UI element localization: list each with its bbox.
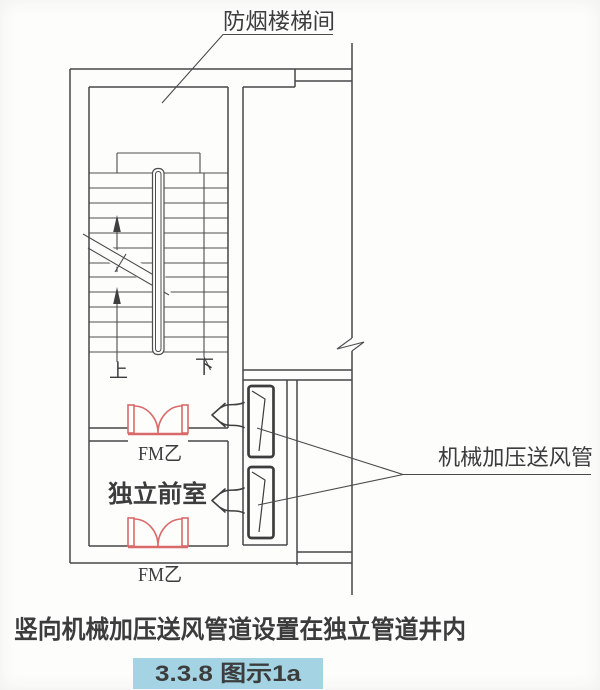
up-label: 上: [109, 360, 128, 382]
up-arrow: [113, 215, 121, 362]
fire-door-2: [127, 517, 189, 549]
fire-door-1: [127, 404, 189, 436]
stairwell-label: 防烟楼梯间: [223, 9, 335, 34]
duct-label: 机械加压送风管: [438, 445, 593, 470]
anteroom-label: 独立前室: [108, 480, 207, 508]
airflow-arrow-1: [211, 401, 245, 429]
handrail: [151, 167, 165, 356]
stair-landing: [116, 152, 201, 173]
caption-text: 竖向机械加压送风管道设置在独立管道井内: [14, 615, 466, 644]
wall-break-symbol: [336, 337, 365, 352]
leader-line-duct: [256, 427, 591, 506]
down-arrow: [203, 173, 211, 371]
fire-door-2-label: FM乙: [138, 564, 182, 586]
airflow-arrow-2: [211, 487, 245, 514]
air-damper-1: [247, 384, 275, 459]
leader-line-stairwell: [161, 33, 333, 104]
figure-badge: 3.3.8 图示1a: [155, 661, 302, 686]
walls: [69, 43, 353, 595]
air-damper-2: [247, 465, 275, 540]
figure-badge-background: [133, 658, 323, 689]
down-label: 下: [195, 357, 214, 378]
fire-door-1-label: FM乙: [138, 443, 182, 465]
